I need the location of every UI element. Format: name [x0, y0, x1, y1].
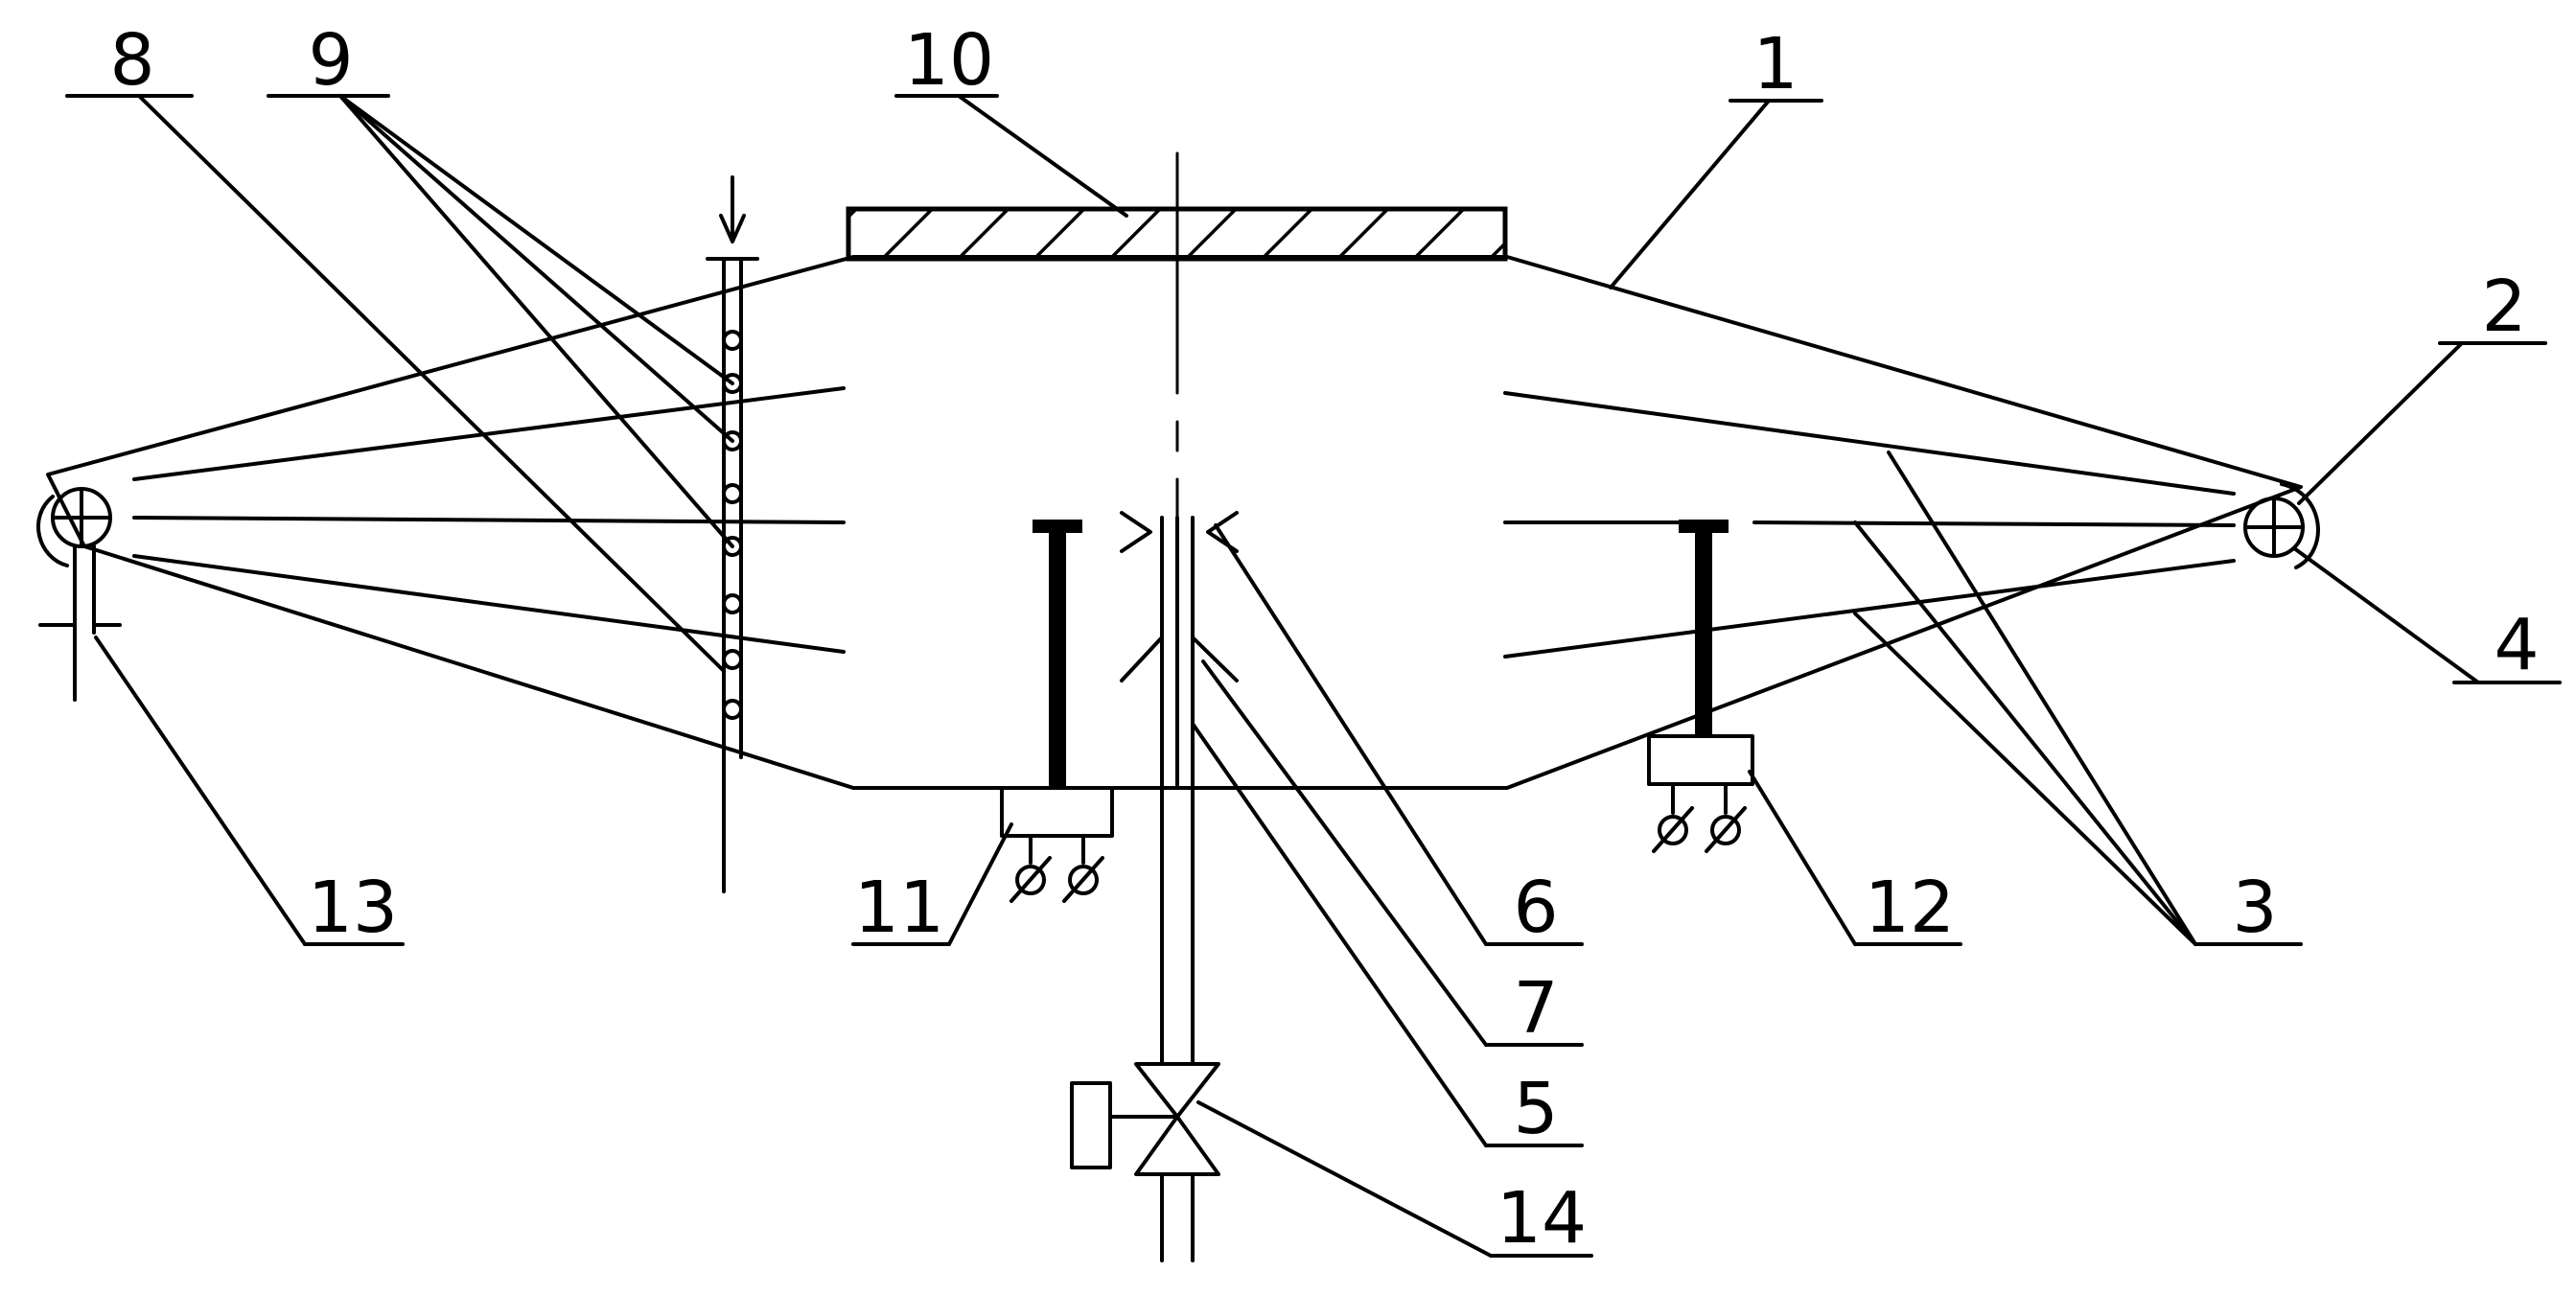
label-13: 13	[308, 867, 398, 949]
label-10: 10	[904, 19, 994, 102]
label-6: 6	[1513, 867, 1558, 949]
label-7: 7	[1513, 967, 1558, 1050]
label-11: 11	[854, 867, 944, 949]
valve	[1072, 1064, 1218, 1260]
pipe-holes	[724, 332, 741, 718]
label-5: 5	[1513, 1068, 1558, 1150]
left-electrode	[1033, 520, 1082, 788]
label-12: 12	[1865, 867, 1955, 949]
partition-lines	[134, 388, 2234, 657]
left-pivot	[38, 489, 120, 700]
left-terminal-box	[1002, 788, 1112, 901]
central-shaft	[1162, 518, 1193, 1064]
label-1: 1	[1752, 23, 1798, 105]
label-8: 8	[109, 19, 154, 102]
reference-labels: 8 9 10 1 2 4 3 12 11 13 6 7 5 14	[109, 19, 2539, 1260]
right-terminal-box	[1649, 736, 1752, 851]
label-9: 9	[308, 19, 353, 102]
label-2: 2	[2481, 266, 2526, 348]
label-4: 4	[2494, 604, 2539, 686]
label-3: 3	[2232, 867, 2277, 949]
label-14: 14	[1497, 1177, 1587, 1260]
leader-lines	[67, 96, 2560, 1256]
